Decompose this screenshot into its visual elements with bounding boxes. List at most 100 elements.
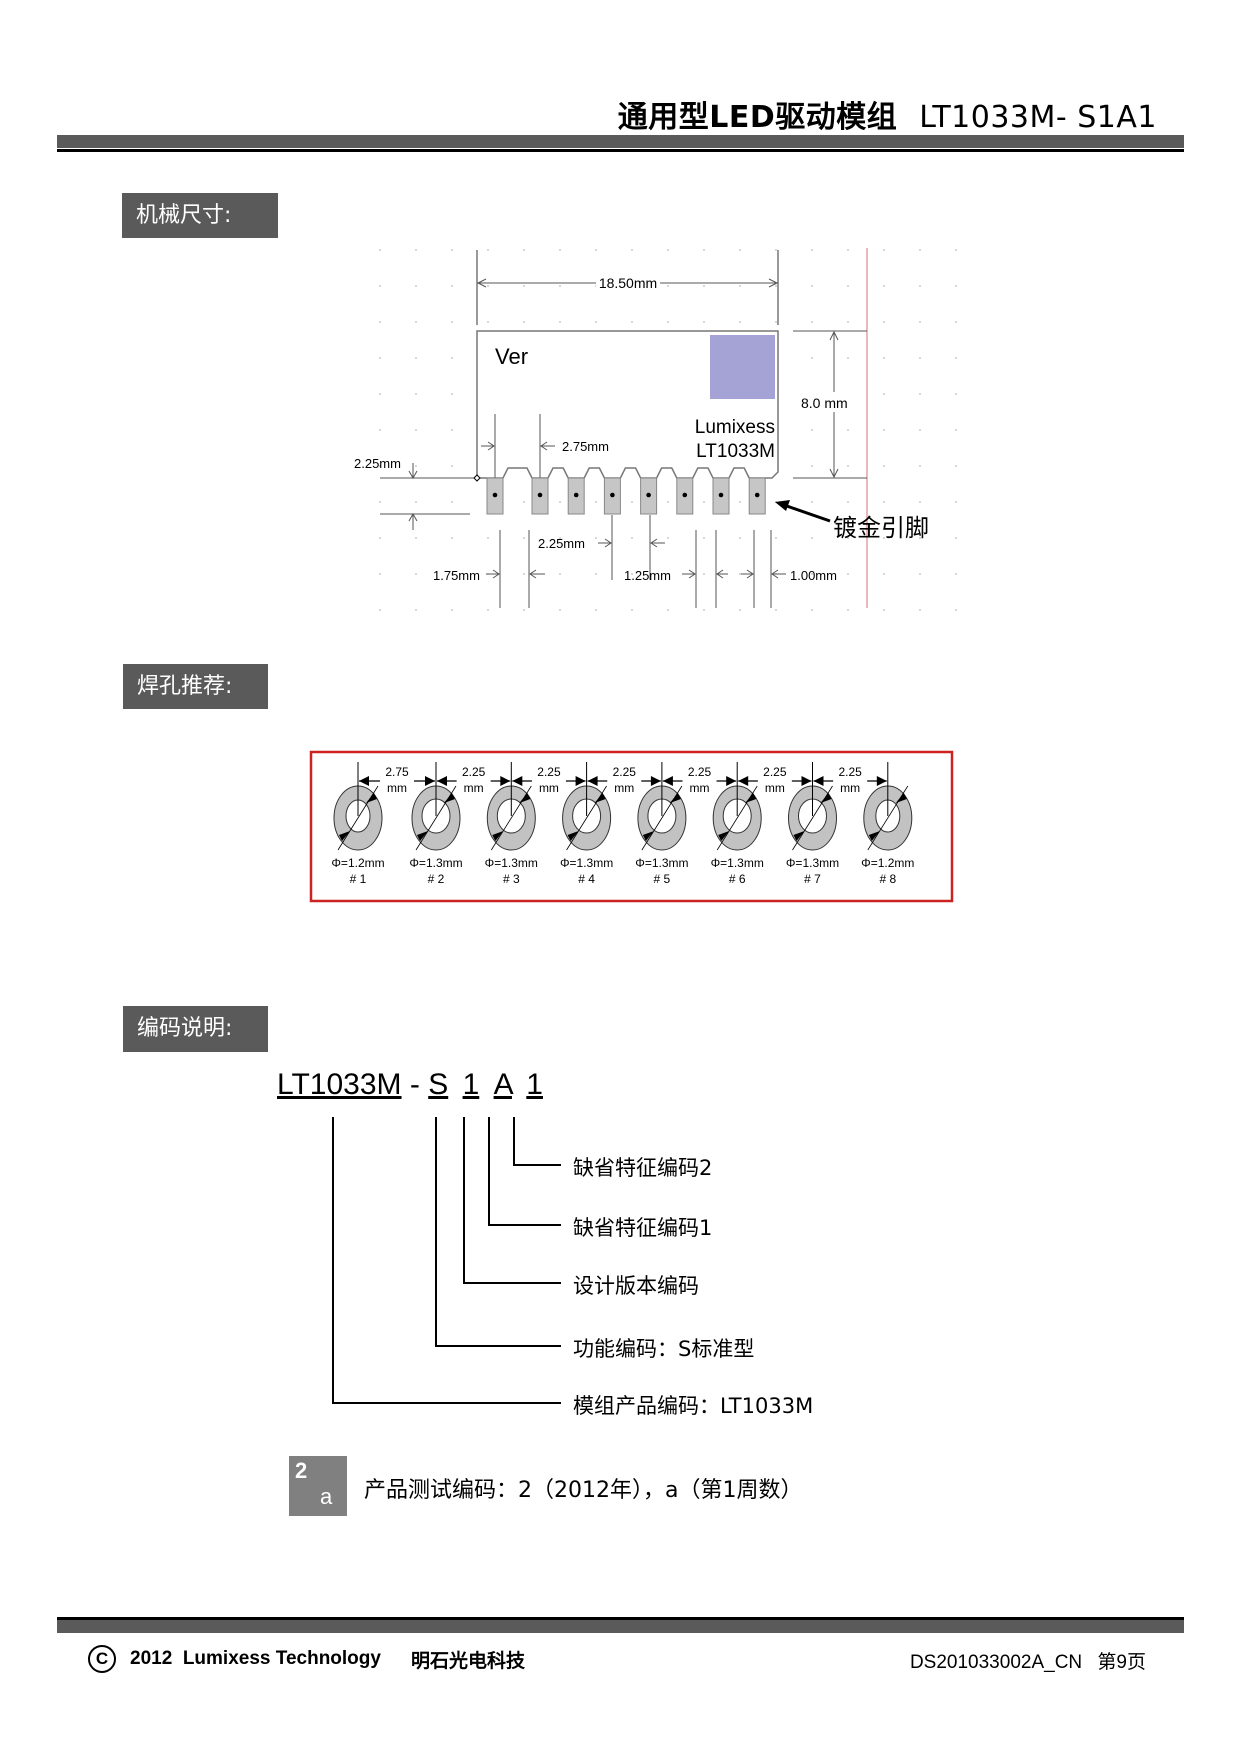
pin-hole xyxy=(610,492,615,498)
pin-hole xyxy=(718,492,724,498)
grid-dot xyxy=(919,573,921,575)
spacing-label-bg xyxy=(380,764,414,796)
grid-dot xyxy=(415,501,417,503)
grid-dot xyxy=(667,573,669,575)
grid-dot xyxy=(811,429,813,431)
grid-dot xyxy=(847,321,849,323)
grid-dot xyxy=(739,573,741,575)
grid-dot xyxy=(667,321,669,323)
pin-hole xyxy=(682,492,688,498)
footer-doc-id: DS201033002A_CN xyxy=(909,1652,1083,1673)
grid-dot xyxy=(595,501,597,503)
grid-dot xyxy=(883,609,885,611)
grid-dot xyxy=(415,321,417,323)
grid-dot xyxy=(811,321,813,323)
pin-hole xyxy=(646,492,651,498)
grid-dot xyxy=(415,609,417,611)
grid-dot xyxy=(523,537,525,539)
ver-label: Ver xyxy=(495,344,528,369)
first-pitch-label: 2.75mm xyxy=(562,439,609,454)
spacing-arrow xyxy=(500,776,511,786)
pins xyxy=(486,477,766,515)
grid-dot xyxy=(811,501,813,503)
height-label: 8.0 mm xyxy=(801,395,848,411)
grid-dot xyxy=(451,393,453,395)
grid-dot xyxy=(631,537,633,539)
footer-copyright: 2012 Lumixess Technology xyxy=(130,1648,381,1669)
grid-dot xyxy=(379,285,381,287)
pad-width-label: 1.25mm xyxy=(624,568,671,583)
grid-dot xyxy=(775,609,777,611)
section-coding-heading: 编码说明: xyxy=(123,1006,268,1052)
grid-dot xyxy=(955,249,957,251)
diameter-arrow xyxy=(444,793,455,803)
grid-dot xyxy=(523,321,525,323)
hole-number-label: # 4 xyxy=(578,872,595,886)
leader-feature2 xyxy=(513,1117,561,1166)
spacing-label-bg xyxy=(757,764,792,796)
grid-dot xyxy=(523,249,525,251)
header-bar xyxy=(57,135,1184,148)
grid-dot xyxy=(451,537,453,539)
grid-dot xyxy=(451,609,453,611)
header-rule xyxy=(57,149,1184,152)
grid-dot xyxy=(631,321,633,323)
grid-dot xyxy=(451,465,453,467)
spacing-value: 2.25 xyxy=(763,765,787,779)
footer-page: 第9页 xyxy=(1097,1652,1146,1673)
grid-dot xyxy=(631,573,633,575)
spacing-unit: mm xyxy=(464,781,484,795)
grid-dot xyxy=(487,537,489,539)
grid-dot xyxy=(487,609,489,611)
hole-diameter-label: Φ=1.2mm xyxy=(861,856,914,870)
spacing-label-bg xyxy=(682,764,717,796)
grid-dot xyxy=(811,537,813,539)
footer-rule xyxy=(57,1617,1184,1620)
grid-dot xyxy=(919,249,921,251)
leader-version xyxy=(463,1117,561,1284)
hole-number-label: # 8 xyxy=(879,872,896,886)
spacing-value: 2.75 xyxy=(385,765,409,779)
grid-dot xyxy=(379,573,381,575)
spacing-unit: mm xyxy=(539,781,559,795)
diameter-arrow xyxy=(492,831,504,841)
spacing-arrow xyxy=(726,776,737,786)
hole-diameter-label: Φ=1.3mm xyxy=(560,856,613,870)
grid-dot xyxy=(883,573,885,575)
grid-dot xyxy=(811,573,813,575)
grid-dot xyxy=(739,537,741,539)
hole-number-label: # 7 xyxy=(804,872,821,886)
logo-square xyxy=(710,335,775,399)
grid-dot xyxy=(919,285,921,287)
grid-dot xyxy=(631,501,633,503)
diameter-arrow xyxy=(895,793,907,803)
grid-dot xyxy=(415,573,417,575)
brand-label: Lumixess xyxy=(695,417,775,438)
grid-dot xyxy=(919,357,921,359)
grid-dot xyxy=(559,537,561,539)
grid-dot xyxy=(631,609,633,611)
hole-diameter-label: Φ=1.3mm xyxy=(635,856,688,870)
grid-dot xyxy=(667,537,669,539)
hole-number-label: # 2 xyxy=(428,872,445,886)
diameter-arrow xyxy=(339,831,350,841)
code-label-version: 设计版本编码 xyxy=(573,1274,699,1298)
grid-dot xyxy=(919,321,921,323)
grid-dot xyxy=(955,501,957,503)
pin-hole xyxy=(754,492,760,498)
grid-dot xyxy=(487,249,489,251)
spacing-label-bg xyxy=(607,764,642,796)
grid-dot xyxy=(883,321,885,323)
grid-dot xyxy=(487,321,489,323)
section-solder-holes-heading: 焊孔推荐: xyxy=(123,664,268,709)
grid-dot xyxy=(883,357,885,359)
bottom-dimension-lines xyxy=(486,515,786,608)
grid-dot xyxy=(883,429,885,431)
pin-offset-label: 2.25mm xyxy=(354,456,401,471)
spacing-arrow xyxy=(587,776,598,786)
spacing-value: 2.25 xyxy=(537,765,561,779)
grid-dot xyxy=(667,501,669,503)
grid-dot xyxy=(415,465,417,467)
pin-hole xyxy=(573,492,579,498)
diameter-arrow xyxy=(594,793,606,803)
